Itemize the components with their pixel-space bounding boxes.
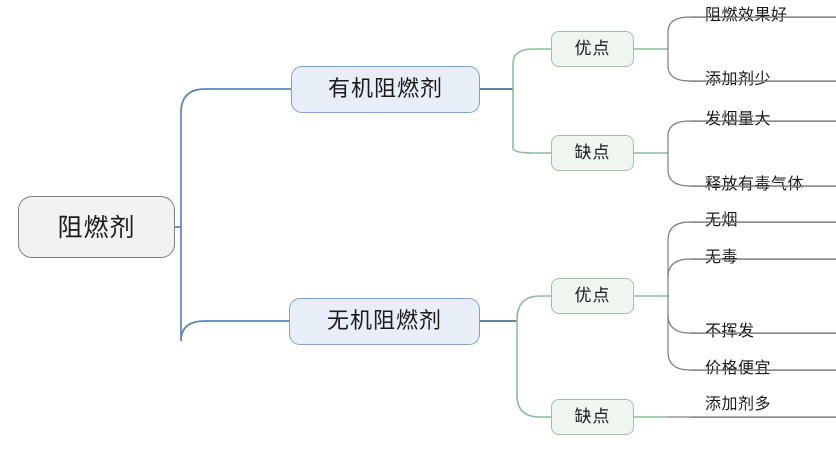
node-group-inorganic-pros-label: 优点 (574, 285, 611, 306)
leaf-underline (690, 222, 836, 223)
node-group-organic-cons[interactable]: 缺点 (551, 135, 634, 171)
leaf-underline (690, 370, 836, 371)
leaf-underline (690, 333, 836, 334)
node-group-inorganic-cons[interactable]: 缺点 (551, 399, 634, 435)
leaf-underline (690, 417, 836, 418)
leaf-organic-pros-2[interactable]: 添加剂少 (705, 69, 772, 88)
leaf-inorganic-pros-4[interactable]: 价格便宜 (705, 358, 772, 377)
leaf-underline (690, 259, 836, 260)
node-branch-organic-label: 有机阻燃剂 (327, 76, 443, 102)
node-group-organic-pros-label: 优点 (574, 38, 611, 59)
node-group-organic-cons-label: 缺点 (574, 142, 611, 163)
node-branch-inorganic[interactable]: 无机阻燃剂 (289, 298, 480, 345)
node-branch-organic[interactable]: 有机阻燃剂 (291, 66, 480, 113)
node-root-label: 阻燃剂 (57, 212, 136, 242)
leaf-inorganic-cons-1[interactable]: 添加剂多 (705, 394, 772, 413)
leaf-inorganic-pros-2[interactable]: 无毒 (705, 247, 739, 266)
leaf-underline (690, 121, 836, 122)
node-group-inorganic-cons-label: 缺点 (574, 406, 611, 427)
node-branch-inorganic-label: 无机阻燃剂 (326, 308, 442, 334)
node-group-inorganic-pros[interactable]: 优点 (551, 278, 634, 314)
leaf-underline (690, 186, 836, 187)
leaf-organic-cons-1[interactable]: 发烟量大 (705, 109, 772, 128)
leaf-inorganic-pros-3[interactable]: 不挥发 (705, 321, 755, 340)
leaf-organic-pros-1[interactable]: 阻燃效果好 (705, 5, 788, 24)
node-group-organic-pros[interactable]: 优点 (551, 31, 634, 67)
leaf-underline (690, 81, 836, 82)
node-root[interactable]: 阻燃剂 (18, 196, 175, 258)
leaf-underline (690, 17, 836, 18)
leaf-inorganic-pros-1[interactable]: 无烟 (705, 210, 739, 229)
leaf-organic-cons-2[interactable]: 释放有毒气体 (705, 174, 805, 193)
